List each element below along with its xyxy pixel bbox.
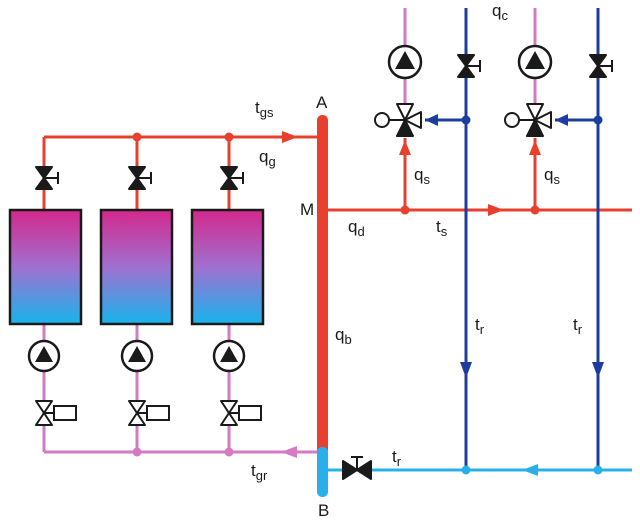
mixing-valves: [374, 103, 552, 137]
junction-dots: [132, 115, 603, 475]
hydraulic-separator: [317, 115, 328, 497]
junction-dot: [132, 132, 142, 142]
circulation-pump-icon: [27, 339, 61, 373]
label-qs-right: qs: [544, 165, 560, 187]
separator-lower: [317, 447, 328, 497]
labels: A B M tgs qg qc qs qs qd ts qb tr tr tr …: [251, 1, 583, 520]
arrow-return-2-down: [592, 362, 604, 378]
motorized-valve-icon: [128, 400, 170, 426]
arrow-circuit-1-up: [399, 140, 411, 155]
gate-valve-icon: [342, 456, 372, 480]
boilers: [8, 208, 265, 326]
three-way-mixing-valve-icon: [374, 103, 422, 137]
boiler-return-valves: [35, 400, 262, 426]
junction-dot: [224, 132, 234, 142]
boiler-supply-valves: [35, 166, 244, 190]
boiler-tank-icon: [8, 208, 83, 326]
arrow-secondary-supply: [488, 204, 504, 216]
arrow-boiler-return: [281, 446, 297, 458]
junction-dot: [461, 115, 471, 125]
secondary-return-valve: [342, 456, 372, 480]
label-ts: ts: [436, 217, 448, 239]
label-m: M: [300, 200, 314, 219]
gate-valve-icon: [128, 166, 152, 190]
gate-valve-icon: [35, 166, 59, 190]
circulation-pump-icon: [517, 44, 553, 80]
three-way-mixing-valve-icon: [504, 103, 552, 137]
separator-upper: [317, 115, 328, 455]
gate-valve-icon: [589, 54, 613, 78]
motorized-valve-icon: [35, 400, 77, 426]
circulation-pump-icon: [212, 339, 246, 373]
label-qs-left: qs: [414, 165, 430, 187]
label-tgr: tgr: [251, 461, 268, 483]
boiler-tank-icon: [99, 208, 174, 326]
gate-valve-icon: [457, 54, 481, 78]
arrow-secondary-return: [522, 464, 538, 476]
arrow-circuit-2-up: [529, 140, 541, 155]
circuit-pumps: [387, 44, 553, 80]
arrow-bypass-2: [555, 114, 568, 126]
label-qc: qc: [492, 1, 508, 23]
arrow-bypass-1: [425, 114, 438, 126]
motorized-valve-icon: [220, 400, 262, 426]
label-tr-bottom: tr: [392, 447, 402, 469]
label-b: B: [318, 501, 329, 520]
label-qb: qb: [335, 325, 352, 347]
flow-arrows: [281, 114, 604, 476]
junction-dot: [224, 447, 234, 457]
junction-dot: [400, 205, 410, 215]
boiler-pumps: [27, 339, 246, 373]
arrow-return-1-down: [460, 362, 472, 378]
label-tgs: tgs: [255, 98, 274, 120]
gate-valve-icon: [220, 166, 244, 190]
junction-dot: [132, 447, 142, 457]
label-qd: qd: [348, 217, 365, 239]
boiler-tank-icon: [190, 208, 265, 326]
junction-dot: [593, 465, 603, 475]
junction-dot: [530, 205, 540, 215]
circulation-pump-icon: [120, 339, 154, 373]
circuit-return-valves: [457, 54, 613, 78]
label-qg: qg: [259, 147, 276, 169]
arrow-boiler-supply: [282, 131, 298, 143]
label-tr-right: tr: [573, 315, 583, 337]
label-tr-left: tr: [475, 315, 485, 337]
junction-dot: [461, 465, 471, 475]
junction-dot: [593, 115, 603, 125]
label-a: A: [316, 93, 328, 112]
circulation-pump-icon: [387, 44, 423, 80]
